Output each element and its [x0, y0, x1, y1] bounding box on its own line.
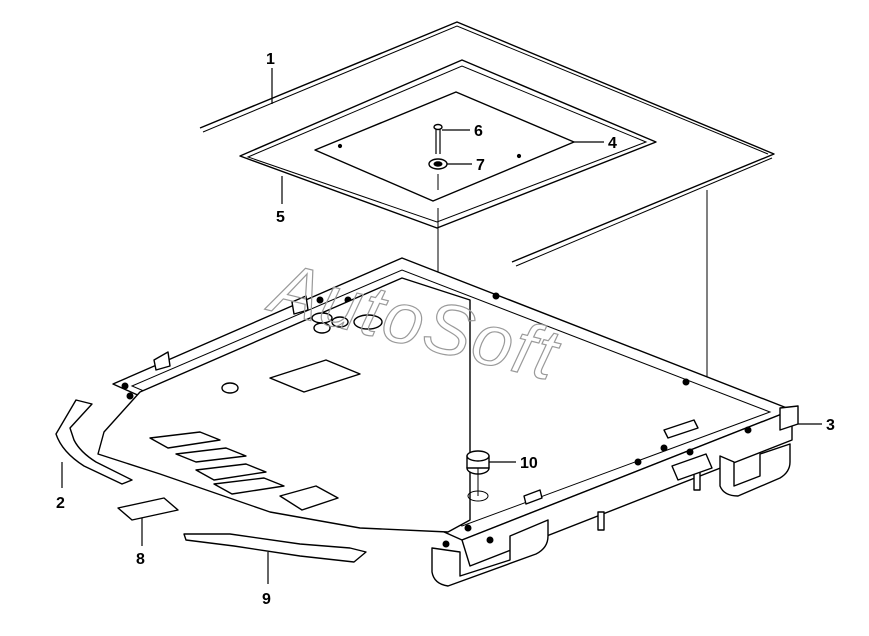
- frame-hole: [634, 458, 642, 466]
- frame-hole: [682, 378, 690, 386]
- frame-hole: [316, 296, 324, 304]
- frame-hole: [464, 524, 472, 532]
- part-6-bolt[interactable]: [433, 123, 443, 155]
- part-9-front-trim[interactable]: [183, 533, 367, 563]
- part-10-grommet[interactable]: [466, 450, 490, 502]
- callout-2: 2: [56, 495, 65, 512]
- plate-hole: [337, 143, 343, 149]
- part-3-floor-pan: [97, 277, 471, 533]
- frame-hole: [492, 292, 500, 300]
- part-2-side-trim[interactable]: [55, 399, 133, 485]
- frame-hole: [126, 392, 134, 400]
- callout-8: 8: [136, 551, 145, 568]
- callout-6: 6: [474, 123, 483, 140]
- frame-hole: [686, 448, 694, 456]
- callout-5: 5: [276, 209, 285, 226]
- frame-hole: [442, 540, 450, 548]
- frame-hole: [744, 426, 752, 434]
- frame-hole: [486, 536, 494, 544]
- callout-3: 3: [826, 417, 835, 434]
- frame-hole: [660, 444, 668, 452]
- callout-1: 1: [266, 51, 275, 68]
- part-1-seal-frame[interactable]: [199, 21, 775, 267]
- callout-4: 4: [608, 135, 617, 152]
- plate-hole: [516, 153, 522, 159]
- frame-hole: [121, 382, 129, 390]
- part-8-pad[interactable]: [117, 497, 179, 521]
- callout-7: 7: [476, 157, 485, 174]
- callout-9: 9: [262, 591, 271, 608]
- callout-10: 10: [520, 455, 538, 472]
